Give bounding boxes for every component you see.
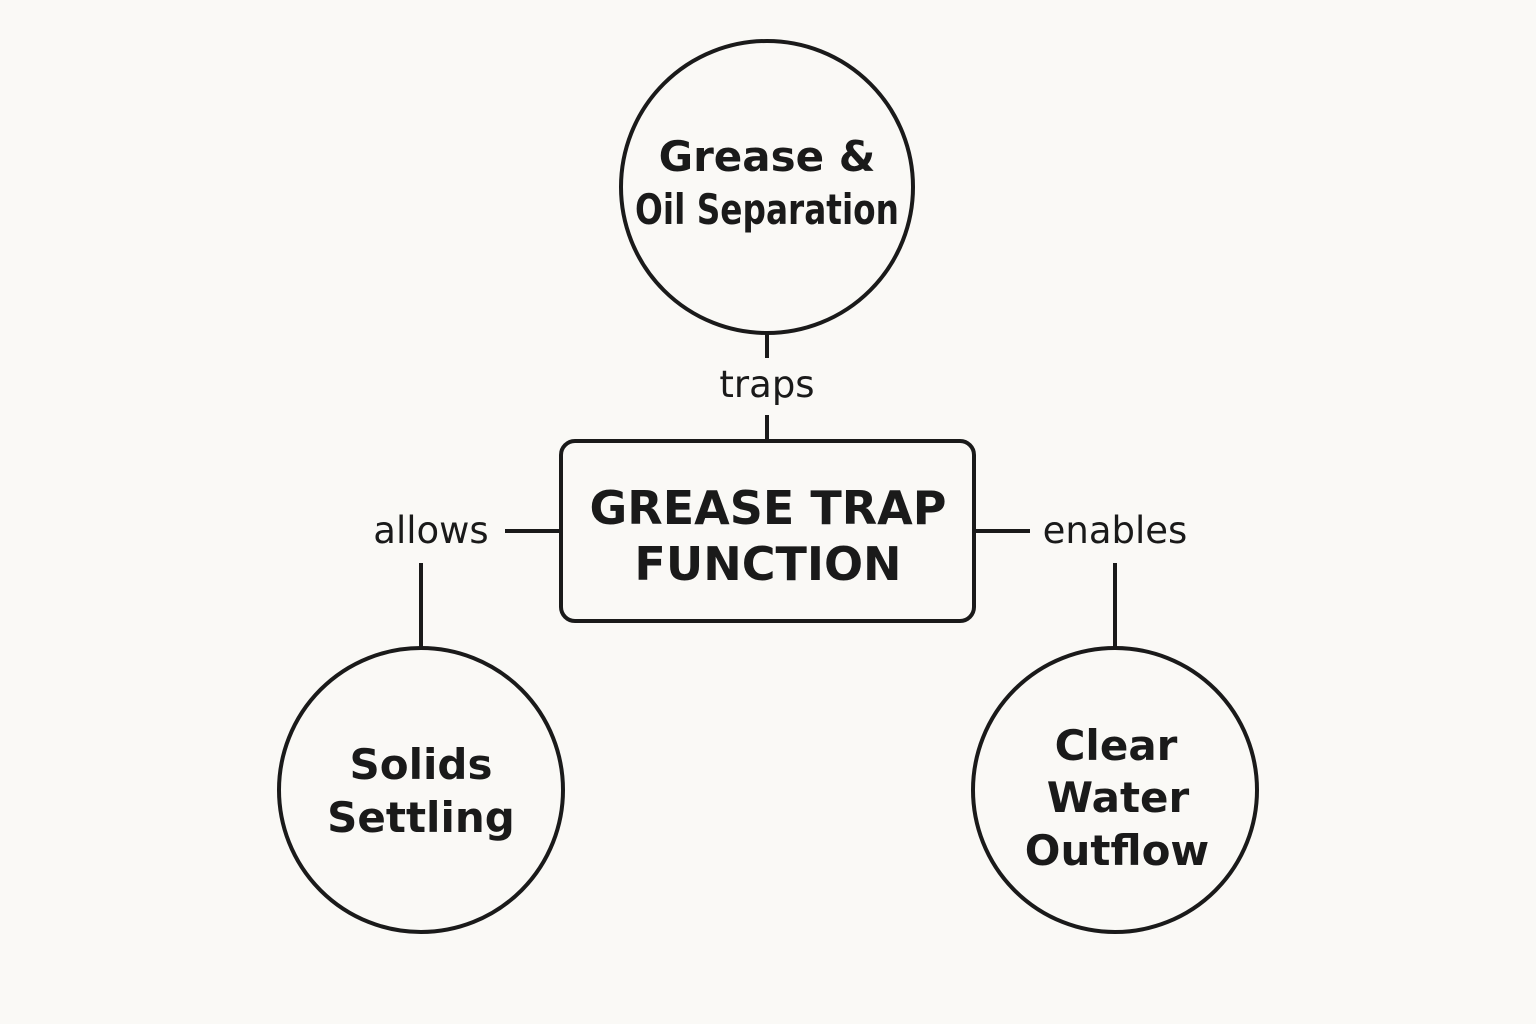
left-node-line-1: Solids <box>350 740 493 789</box>
right-node-line-2: Water <box>1047 773 1190 822</box>
left-node-circle <box>277 646 565 934</box>
right-node: Clear Water Outflow <box>971 646 1259 934</box>
right-node-line-3: Outflow <box>1025 826 1209 875</box>
top-node-line-1: Grease & <box>659 132 876 181</box>
right-node-line-1: Clear <box>1055 721 1178 770</box>
center-node-line-1: GREASE TRAP <box>590 481 947 535</box>
top-node-line-2: Oil Separation <box>635 185 899 234</box>
edge-label-traps: traps <box>719 363 814 406</box>
edge-label-enables: enables <box>1043 509 1188 552</box>
left-node: Solids Settling <box>277 646 565 934</box>
center-node: GREASE TRAP FUNCTION <box>559 439 976 623</box>
right-node-circle <box>971 646 1259 934</box>
left-node-line-2: Settling <box>327 793 515 842</box>
center-node-box <box>559 439 976 623</box>
top-node: Grease & Oil Separation <box>619 39 915 335</box>
edge-label-allows: allows <box>373 509 488 552</box>
top-node-circle <box>619 39 915 335</box>
center-node-line-2: FUNCTION <box>634 537 901 591</box>
